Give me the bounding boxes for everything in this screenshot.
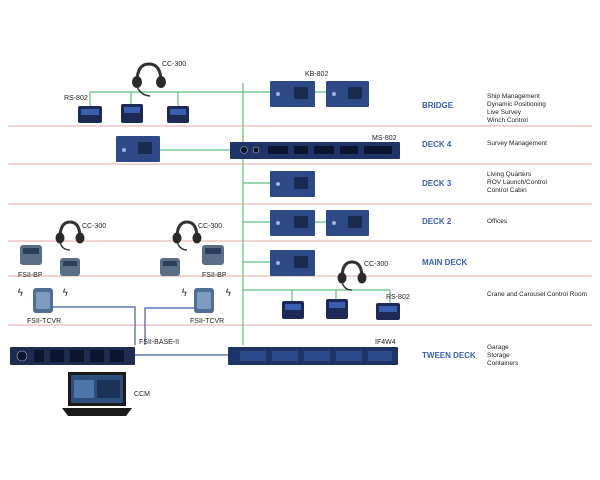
desc-tween-1: Garage bbox=[487, 344, 509, 351]
fsii-bp-left-1[interactable] bbox=[20, 245, 42, 265]
beltpack-bridge-1[interactable] bbox=[121, 104, 143, 123]
desc-bridge-1: Ship Management bbox=[487, 93, 540, 100]
label-fsii-tcvr-mid: FSII-TCVR bbox=[190, 318, 224, 325]
kb802-panel-2[interactable] bbox=[326, 81, 369, 107]
fsii-tcvr-mid[interactable] bbox=[194, 288, 214, 313]
beltpack-crane-2[interactable] bbox=[326, 299, 348, 319]
fsii-bp-mid-1[interactable] bbox=[160, 258, 180, 276]
label-cc300-main: CC-300 bbox=[364, 261, 388, 268]
label-fsii-tcvr-left: FSII-TCVR bbox=[27, 318, 61, 325]
fsii-bp-mid-2[interactable] bbox=[202, 245, 224, 265]
left-wireless-group: CC-300 FSII-BP ϟ ϟ FSII-TCVR bbox=[17, 220, 106, 325]
deck4-panel[interactable] bbox=[116, 136, 160, 162]
rs802-bridge-station[interactable] bbox=[78, 106, 102, 123]
label-kb802: KB-802 bbox=[305, 71, 328, 78]
desc-deck3-3: Control Cabin bbox=[487, 187, 527, 194]
desc-tween-3: Containers bbox=[487, 360, 519, 367]
cc300-headset-mid[interactable] bbox=[172, 220, 202, 251]
label-ccm: CCM bbox=[134, 391, 150, 398]
line-tcvr-mid bbox=[144, 307, 205, 345]
desc-bridge-2: Dynamic Positioning bbox=[487, 101, 546, 108]
label-rs802-bridge: RS-802 bbox=[64, 95, 88, 102]
deck-4: DECK 4 bbox=[422, 140, 452, 149]
cc300-headset-left[interactable] bbox=[55, 220, 85, 251]
beltpack-crane-1[interactable] bbox=[282, 301, 304, 319]
deck4-devices: MS-802 bbox=[116, 135, 400, 162]
label-cc300-mid: CC-300 bbox=[198, 223, 222, 230]
ccm-laptop[interactable] bbox=[62, 372, 132, 416]
network-lines bbox=[89, 83, 391, 345]
label-if4w4: IF4W4 bbox=[375, 339, 396, 346]
desc-bridge-4: Winch Control bbox=[487, 117, 528, 124]
if4w4-interface[interactable] bbox=[228, 347, 398, 365]
desc-crane-1: Crane and Carousel Control Room bbox=[487, 291, 587, 298]
desc-deck3-2: ROV Launch/Control bbox=[487, 179, 548, 186]
deck2-panel-2[interactable] bbox=[326, 210, 369, 236]
label-fsii-bp-left: FSII-BP bbox=[18, 272, 43, 279]
beltpack-bridge-2[interactable] bbox=[167, 106, 189, 123]
wireless-bolt-icon: ϟ bbox=[62, 288, 69, 299]
label-cc300-bridge: CC-300 bbox=[162, 61, 186, 68]
desc-deck3-1: Living Quarters bbox=[487, 171, 532, 178]
deck-main: MAIN DECK bbox=[422, 258, 468, 267]
desc-bridge-3: Live Survey bbox=[487, 109, 522, 116]
deck2-panel-1[interactable] bbox=[270, 210, 315, 236]
cc300-headset-bridge[interactable] bbox=[132, 62, 166, 97]
cc300-headset-main[interactable] bbox=[337, 260, 367, 291]
wireless-bolt-icon: ϟ bbox=[181, 288, 188, 299]
label-cc300-left: CC-300 bbox=[82, 223, 106, 230]
mid-wireless-group: CC-300 FSII-BP ϟ ϟ FSII-TCVR bbox=[160, 220, 232, 325]
tween-devices: FSII-BASE-II IF4W4 CCM bbox=[10, 339, 398, 416]
wireless-bolt-icon: ϟ bbox=[225, 288, 232, 299]
deck-tween: TWEEN DECK bbox=[422, 351, 476, 360]
base-lines bbox=[44, 306, 228, 356]
label-ms802: MS-802 bbox=[372, 135, 397, 142]
deck-3: DECK 3 bbox=[422, 179, 452, 188]
kb802-panel-1[interactable] bbox=[270, 81, 315, 107]
deck-2: DECK 2 bbox=[422, 217, 452, 226]
desc-tween-2: Storage bbox=[487, 352, 510, 359]
line-tcvr-left bbox=[44, 306, 136, 345]
deck-labels: BRIDGE Ship Management Dynamic Positioni… bbox=[422, 93, 587, 367]
desc-deck4-1: Survey Management bbox=[487, 140, 547, 147]
fsii-tcvr-left[interactable] bbox=[33, 288, 53, 313]
bridge-devices: CC-300 RS-802 KB-802 bbox=[64, 61, 369, 123]
crane-devices: CC-300 RS-802 bbox=[282, 260, 410, 320]
fsii-base-ii-unit[interactable] bbox=[10, 347, 135, 365]
fsii-bp-left-2[interactable] bbox=[60, 258, 80, 276]
desc-deck2-1: Offices bbox=[487, 218, 508, 225]
label-fsii-bp-mid: FSII-BP bbox=[202, 272, 227, 279]
wireless-bolt-icon: ϟ bbox=[17, 288, 24, 299]
deck3-panel[interactable] bbox=[270, 171, 315, 197]
label-fsii-base: FSII-BASE-II bbox=[139, 339, 179, 346]
ms802-master-station[interactable] bbox=[230, 142, 400, 159]
rs802-main-station[interactable] bbox=[376, 303, 400, 320]
deck-bridge: BRIDGE bbox=[422, 101, 454, 110]
label-rs802-main: RS-802 bbox=[386, 294, 410, 301]
main-deck-panel[interactable] bbox=[270, 250, 315, 276]
